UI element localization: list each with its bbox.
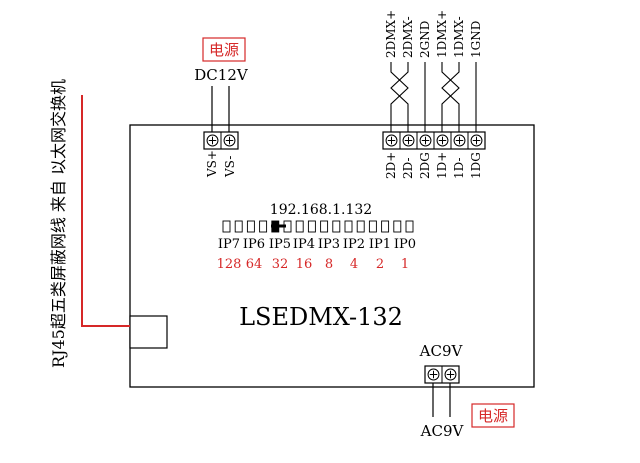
dc-voltage-label: DC12V	[194, 66, 249, 84]
ip-bit-weight: 64	[246, 257, 263, 272]
ip-bit-label: IP0	[394, 237, 416, 252]
ip-address: 192.168.1.132	[270, 202, 372, 218]
dip-switch	[405, 220, 414, 233]
rj45-port	[129, 315, 168, 349]
dmx-terminal-label: 2DG	[418, 152, 432, 179]
dmx-wire-label: 2DMX-	[401, 16, 415, 58]
dip-switch	[368, 220, 377, 233]
dip-switch	[222, 220, 231, 233]
vs-plus-label: VS+	[205, 150, 219, 178]
dmx-terminal-label: 1DG	[469, 152, 483, 179]
ac-voltage-label-top: AC9V	[419, 342, 464, 360]
dip-switch	[295, 220, 304, 233]
dip-switch	[259, 220, 268, 233]
dmx-wires	[390, 62, 477, 132]
dmx-terminal-label: 2D+	[384, 152, 398, 179]
ip-bit-label: IP1	[369, 237, 391, 252]
vs-screw-icon	[206, 134, 219, 147]
dmx-wire-label: 1DMX-	[452, 16, 466, 58]
ip-bit-weight: 2	[376, 257, 384, 272]
ac-voltage-label-bottom: AC9V	[420, 422, 465, 440]
dmx-screw-icon	[419, 134, 432, 147]
power-badge-bottom: 电源	[471, 403, 515, 428]
dip-switch	[320, 220, 329, 233]
ip-bit-label: IP4	[293, 237, 315, 252]
dmx-screw-icon	[385, 134, 398, 147]
ip-bit-label: IP6	[243, 237, 265, 252]
dip-switch-bank	[222, 220, 414, 233]
dip-switch	[332, 220, 341, 233]
model-name: LSEDMX-132	[239, 303, 403, 331]
dip-switch	[307, 220, 316, 233]
rj45-cable-note: RJ45超五类屏蔽网线 来自 以太网交换机	[49, 79, 68, 368]
dip-switch	[234, 220, 243, 233]
dmx-terminal-block	[382, 131, 486, 150]
dip-switch	[381, 220, 390, 233]
dmx-wire-label: 2GND	[418, 21, 432, 58]
ip-bit-weight: 128	[217, 257, 242, 272]
dip-switch	[356, 220, 365, 233]
ip-bit-weight: 32	[272, 257, 289, 272]
svg-text:电源: 电源	[209, 41, 239, 59]
svg-text:电源: 电源	[478, 407, 508, 425]
ac-screw-icon	[427, 368, 440, 381]
ac-screw-icon	[444, 368, 457, 381]
ac-terminal-block	[424, 365, 460, 384]
vs-screw-icon	[223, 134, 236, 147]
dip-switch	[344, 220, 353, 233]
power-badge-top: 电源	[202, 37, 246, 62]
vs-terminal-block	[203, 131, 239, 150]
ip-bit-weight: 16	[296, 257, 313, 272]
ip-bit-weight: 8	[325, 257, 333, 272]
dmx-terminal-label: 1D-	[452, 157, 466, 179]
dmx-screw-icon	[453, 134, 466, 147]
dip-switch	[246, 220, 255, 233]
ip-bit-weights: 128 64 32 16 8 4 2 1	[217, 257, 410, 272]
dip-switch	[393, 220, 402, 233]
controller-board	[129, 124, 535, 388]
ip-bit-weight: 4	[350, 257, 358, 272]
ip-bit-label: IP7	[218, 237, 240, 252]
ip-bit-label: IP5	[269, 237, 291, 252]
dmx-screw-icon	[470, 134, 483, 147]
ip-bit-label: IP3	[318, 237, 340, 252]
dmx-screw-icon	[402, 134, 415, 147]
dmx-terminal-label: 1D+	[435, 152, 449, 179]
dmx-wire-label: 2DMX+	[384, 10, 398, 58]
dmx-terminal-label: 2D-	[401, 157, 415, 179]
ip-bit-weight: 1	[401, 257, 409, 272]
ip-bit-label: IP2	[343, 237, 365, 252]
dmx-wire-label: 1GND	[469, 21, 483, 58]
dmx-wire-label: 1DMX+	[435, 10, 449, 58]
dmx-screw-icon	[436, 134, 449, 147]
ethernet-cable	[81, 95, 130, 327]
vs-minus-label: VS-	[223, 156, 237, 178]
